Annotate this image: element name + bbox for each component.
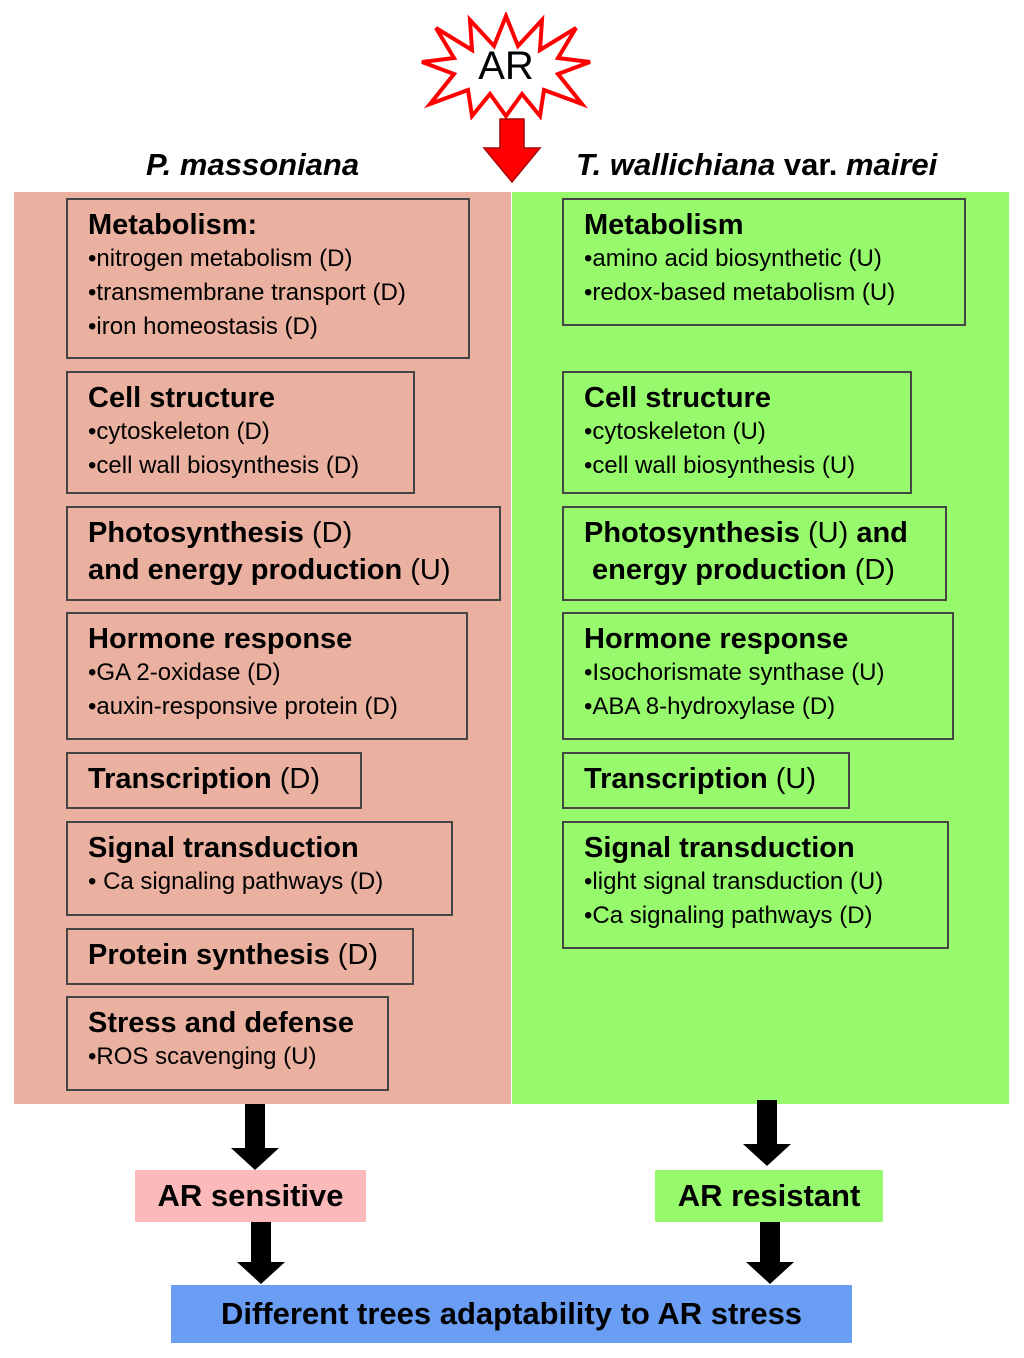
- left-box-signal-transduction: Signal transduction • Ca signaling pathw…: [66, 821, 453, 916]
- species-heading-right: T. wallichiana var. mairei: [576, 147, 938, 182]
- left-panel: [14, 192, 511, 1104]
- left-box-metabolism: Metabolism: •nitrogen metabolism (D) •tr…: [66, 198, 470, 359]
- right-panel: [512, 192, 1009, 1104]
- left-box-hormone-response: Hormone response •GA 2-oxidase (D) •auxi…: [66, 612, 468, 740]
- ar-trigger-label: AR: [478, 44, 534, 88]
- right-box-transcription: Transcription (U): [562, 752, 850, 809]
- ar-starburst-icon: [421, 12, 591, 120]
- right-box-hormone-response: Hormone response •Isochorismate synthase…: [562, 612, 954, 740]
- left-box-photosynthesis: Photosynthesis (D) and energy production…: [66, 506, 501, 601]
- ar-resistant-box: AR resistant: [655, 1170, 883, 1222]
- right-box-photosynthesis: Photosynthesis (U) and energy production…: [562, 506, 947, 601]
- left-box-transcription: Transcription (D): [66, 752, 362, 809]
- ar-sensitive-box: AR sensitive: [135, 1170, 366, 1222]
- left-box-protein-synthesis: Protein synthesis (D): [66, 928, 414, 985]
- red-down-arrow-icon: [482, 118, 542, 184]
- final-outcome-box: Different trees adaptability to AR stres…: [171, 1285, 852, 1343]
- right-box-cell-structure: Cell structure •cytoskeleton (U) •cell w…: [562, 371, 912, 494]
- left-box-stress-defense: Stress and defense •ROS scavenging (U): [66, 996, 389, 1091]
- species-heading-left: P. massoniana: [146, 147, 360, 182]
- right-box-metabolism: Metabolism •amino acid biosynthetic (U) …: [562, 198, 966, 326]
- left-box-cell-structure: Cell structure •cytoskeleton (D) •cell w…: [66, 371, 415, 494]
- right-box-signal-transduction: Signal transduction •light signal transd…: [562, 821, 949, 949]
